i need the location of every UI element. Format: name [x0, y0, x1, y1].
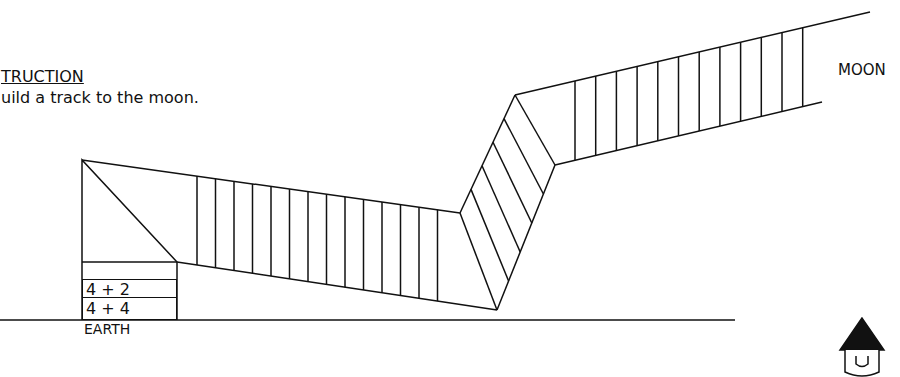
track-rung: [270, 187, 272, 277]
track-rung: [418, 207, 420, 298]
track-rung: [344, 197, 346, 287]
track-rung: [363, 199, 365, 290]
track-edge: [460, 95, 515, 213]
track-rung: [740, 42, 742, 121]
moon-label: MOON: [838, 62, 886, 79]
track-rung: [698, 52, 700, 131]
track-rung: [233, 181, 235, 270]
track-rung: [574, 81, 576, 160]
track-rung: [657, 62, 659, 141]
track-edge: [177, 262, 497, 310]
track-rung: [482, 166, 520, 252]
track-rung: [719, 47, 721, 126]
sum-text: 4 + 2: [86, 281, 130, 299]
track-rung: [196, 176, 198, 265]
track-rung: [252, 184, 254, 273]
track-rung: [437, 210, 439, 301]
track-joint: [460, 213, 497, 310]
heading: TRUCTION: [1, 68, 84, 86]
track-rung: [616, 71, 618, 150]
track-rung: [504, 119, 543, 194]
track-edge: [497, 165, 555, 310]
track-rung: [471, 189, 509, 281]
track-lines: [0, 12, 870, 320]
instruction-text: uild a track to the moon.: [1, 89, 199, 107]
track-joint: [515, 95, 555, 165]
track-rung: [326, 194, 328, 284]
track-rung: [307, 192, 309, 282]
track-rung: [636, 66, 638, 145]
left-column: [82, 160, 177, 320]
track-rung: [678, 57, 680, 136]
track-edge: [515, 12, 870, 95]
track-rung: [381, 202, 383, 293]
empty-cell: [82, 261, 177, 263]
sum-box: 4 + 4: [82, 297, 177, 320]
sum-text: 4 + 4: [86, 300, 130, 318]
track-rung: [761, 37, 763, 116]
earth-label: EARTH: [84, 322, 130, 337]
track-rung: [781, 33, 783, 112]
track-rung: [595, 76, 597, 155]
gnome-figure: [840, 318, 884, 376]
track-rung: [289, 189, 291, 279]
track-rung: [400, 205, 402, 296]
track-rung: [493, 142, 532, 223]
track-rung: [802, 28, 804, 107]
track-rung: [215, 179, 217, 268]
